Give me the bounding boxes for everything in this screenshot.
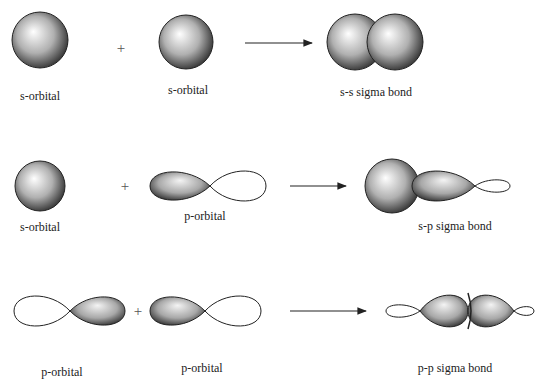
orbital-lobe	[514, 307, 534, 316]
orbital-lobe	[150, 172, 210, 200]
node-divider	[468, 293, 471, 329]
orbital-lobe	[412, 171, 475, 201]
plus-sign: +	[134, 304, 142, 319]
orbital-label: p-orbital	[184, 210, 225, 222]
orbital-label: p-orbital	[41, 366, 82, 378]
s-orbital-sphere	[15, 161, 65, 211]
orbital-lobe	[150, 297, 205, 325]
reaction-arrow	[290, 310, 366, 311]
orbital-label: s-orbital	[168, 84, 208, 96]
orbital-lobe	[210, 171, 266, 201]
reaction-arrow	[245, 42, 312, 43]
orbital-lobe	[386, 305, 420, 317]
s-orbital-sphere	[12, 12, 68, 68]
orbital-lobe	[468, 295, 514, 327]
orbital-lobe	[475, 180, 510, 192]
orbital-label: s-s sigma bond	[340, 86, 412, 98]
orbital-label: s-p sigma bond	[418, 220, 491, 232]
orbital-lobe	[205, 296, 261, 326]
s-orbital-sphere	[367, 14, 423, 70]
orbital-lobe	[14, 296, 70, 326]
orbital-label: p-p sigma bond	[418, 362, 493, 374]
orbital-lobe	[420, 295, 468, 327]
s-orbital-sphere	[365, 159, 419, 213]
plus-sign: +	[121, 179, 129, 194]
orbital-label: s-orbital	[20, 90, 60, 102]
plus-sign: +	[117, 41, 125, 56]
orbital-label: p-orbital	[181, 362, 222, 374]
reaction-arrow	[290, 185, 346, 186]
orbital-label: s-orbital	[20, 221, 60, 233]
orbital-lobe	[70, 297, 125, 325]
s-orbital-sphere	[159, 15, 213, 69]
